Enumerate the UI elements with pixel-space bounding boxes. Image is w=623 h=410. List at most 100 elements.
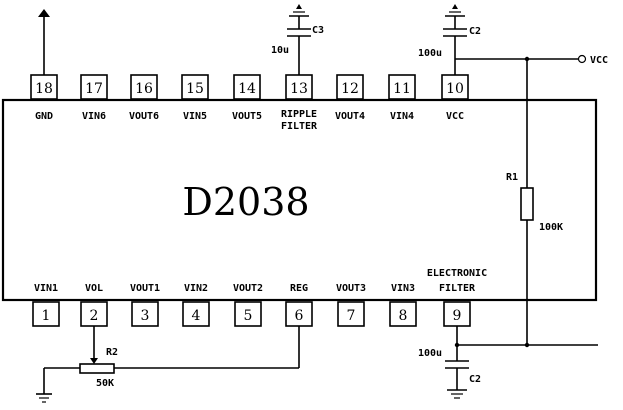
pin-label: ELECTRONIC: [427, 268, 487, 279]
bottom-pin-7: VOUT3 7: [336, 283, 366, 327]
top-pin-10: 10 VCC: [441, 74, 469, 122]
pin-number: 17: [85, 81, 103, 97]
pin-number: 13: [290, 81, 308, 97]
top-pin-11: 11 VIN4: [388, 74, 416, 122]
pin18-up-arrow: [38, 9, 50, 75]
ground-icon: [452, 4, 458, 9]
pin-label: VIN4: [390, 111, 414, 122]
c2-bottom-value: 100u: [418, 348, 442, 359]
capacitor-c3: C3 10u: [271, 4, 324, 75]
pin-box: [181, 74, 209, 100]
top-pin-18: 18 GND: [30, 74, 58, 122]
pin-box: [336, 74, 364, 100]
r2-body: [79, 363, 115, 374]
pin-number: 10: [446, 81, 464, 97]
potentiometer-r2: R2 50K: [36, 326, 300, 403]
junction-dot: [524, 342, 530, 348]
bottom-pin-4: VIN2 4: [182, 283, 210, 327]
pin-number: 4: [192, 308, 201, 324]
pin-label-line2: FILTER: [439, 283, 476, 294]
pin-box: [441, 74, 469, 100]
pin-box: [80, 301, 108, 327]
pin-number: 7: [347, 308, 356, 324]
pin-box: [285, 301, 313, 327]
arrow-up-icon: [38, 9, 50, 17]
pin-box: [285, 74, 313, 100]
pin-label: VOUT3: [336, 283, 366, 294]
pin-box: [32, 301, 60, 327]
pin-label: VIN3: [391, 283, 415, 294]
pin-box: [337, 301, 365, 327]
bottom-pin-8: VIN3 8: [389, 283, 417, 327]
pin-number: 9: [453, 308, 462, 324]
pin-label: RIPPLE: [281, 109, 317, 120]
top-pin-13: 13 RIPPLE FILTER: [281, 74, 318, 132]
pin-box: [130, 74, 158, 100]
pin-box: [131, 301, 159, 327]
top-pin-17: 17 VIN6: [80, 74, 108, 122]
bottom-pin-1: VIN1 1: [32, 283, 60, 327]
pin9-network: [454, 326, 598, 348]
pin-label: VOL: [85, 283, 103, 294]
pin-box: [234, 301, 262, 327]
r1-name: R1: [506, 172, 518, 183]
c3-value: 10u: [271, 45, 289, 56]
c3-name: C3: [312, 25, 324, 36]
bottom-pin-5: VOUT2 5: [233, 283, 263, 327]
capacitor-c2-bottom: 100u C2: [418, 345, 481, 399]
pin-number: 2: [90, 308, 99, 324]
resistor-r1: R1 100K: [506, 59, 563, 345]
wiper-arrow-icon: [90, 358, 98, 364]
pin-label: VOUT2: [233, 283, 263, 294]
pin-label: VOUT5: [232, 111, 262, 122]
pin-label: VIN2: [184, 283, 208, 294]
pin-label: VIN6: [82, 111, 106, 122]
pin-number: 11: [393, 81, 411, 97]
top-pin-16: 16 VOUT6: [129, 74, 159, 122]
pin-label: REG: [290, 283, 308, 294]
pin-number: 1: [42, 308, 51, 324]
pin-label: VCC: [446, 111, 464, 122]
pin-number: 18: [35, 81, 53, 97]
pin-box: [389, 301, 417, 327]
c2-top-value: 100u: [418, 48, 442, 59]
pin-label: GND: [35, 111, 53, 122]
r2-name: R2: [106, 347, 118, 358]
pin-label: VOUT4: [335, 111, 365, 122]
pin-number: 5: [244, 308, 253, 324]
vcc-label: VCC: [590, 55, 608, 66]
pin-box: [182, 301, 210, 327]
chip-title: D2038: [182, 180, 309, 224]
pin-number: 6: [295, 308, 304, 324]
pin-label-line2: FILTER: [281, 121, 318, 132]
pin-box: [80, 74, 108, 100]
vcc-terminal-icon: [577, 54, 587, 64]
vcc-line: VCC: [455, 54, 608, 66]
pin-box: [233, 74, 261, 100]
bottom-pin-2: VOL 2: [80, 283, 108, 327]
pin-number: 16: [135, 81, 153, 97]
top-pin-12: 12 VOUT4: [335, 74, 365, 122]
capacitor-c2-top: C2 100u: [418, 4, 481, 75]
pin-box: [388, 74, 416, 100]
pin-label: VIN1: [34, 283, 58, 294]
ic-body: [1, 98, 598, 302]
pin-number: 15: [186, 81, 204, 97]
c2-top-name: C2: [469, 26, 481, 37]
bottom-pin-9: ELECTRONIC FILTER 9: [427, 268, 487, 327]
pin-label: VOUT6: [129, 111, 159, 122]
r1-body: [520, 187, 534, 221]
pin-number: 12: [341, 81, 359, 97]
r1-value: 100K: [539, 222, 563, 233]
r2-value: 50K: [96, 378, 114, 389]
pin-box: [30, 74, 58, 100]
pin-number: 3: [141, 308, 150, 324]
bottom-pin-6: REG 6: [285, 283, 313, 327]
pin-label: VOUT1: [130, 283, 160, 294]
top-pin-15: 15 VIN5: [181, 74, 209, 122]
pin-number: 14: [238, 81, 256, 97]
c2-bottom-name: C2: [469, 374, 481, 385]
bottom-pin-3: VOUT1 3: [130, 283, 160, 327]
ground-icon: [296, 4, 302, 9]
